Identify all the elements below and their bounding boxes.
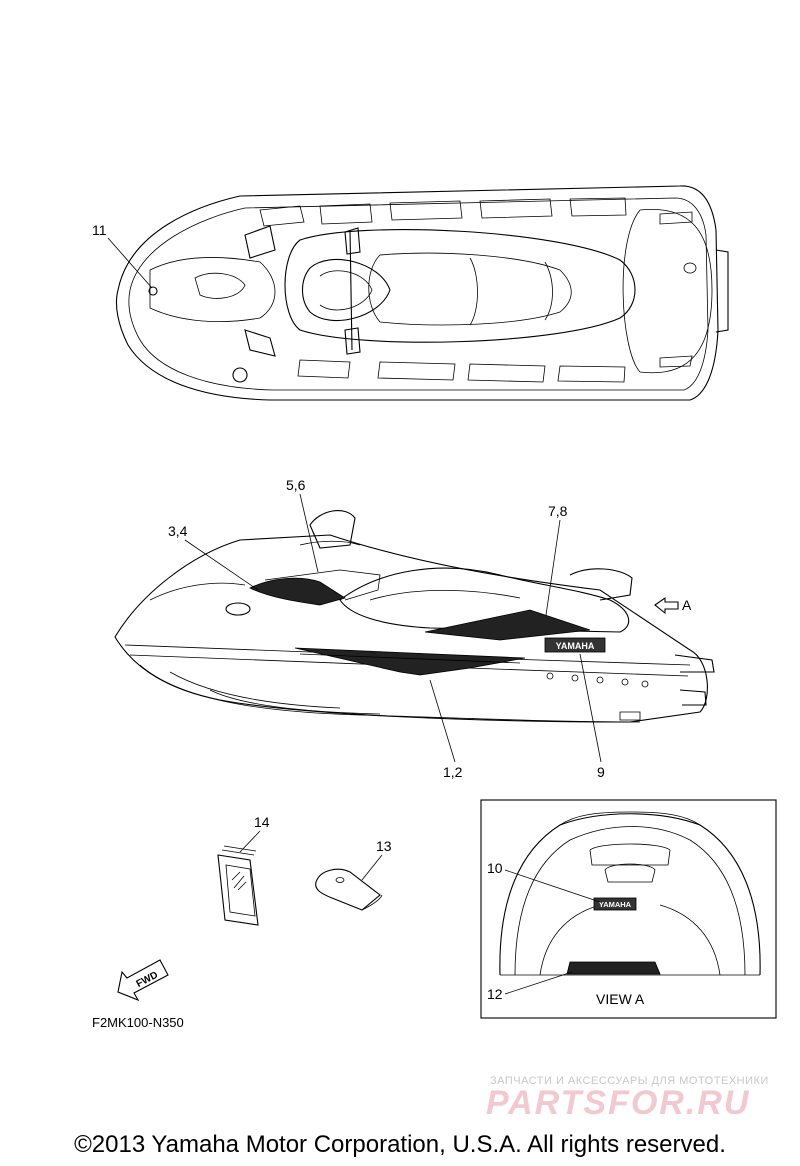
decal-10-text: YAMAHA xyxy=(599,900,632,909)
decal-9-text: YAMAHA xyxy=(556,641,595,651)
side-view-watercraft: YAMAHA xyxy=(114,509,715,723)
fwd-arrow-icon: FWD xyxy=(117,959,169,1002)
top-view-watercraft xyxy=(115,185,729,401)
copyright-notice: ©2013 Yamaha Motor Corporation, U.S.A. A… xyxy=(74,1131,726,1158)
decal-7-8 xyxy=(424,609,591,641)
watermark-line1: ЗАПЧАСТИ И АКСЕССУАРЫ ДЛЯ МОТОТЕХНИКИ xyxy=(490,1075,769,1087)
callout-7-8: 7,8 xyxy=(545,503,568,616)
callout-3-4: 3,4 xyxy=(168,523,259,591)
callout-3-4-label: 3,4 xyxy=(168,523,188,539)
view-a-panel: YAMAHA 10 12 VIEW A xyxy=(480,799,777,1019)
decal-1-2 xyxy=(294,647,526,676)
callout-1-2: 1,2 xyxy=(429,679,463,780)
watermark: ЗАПЧАСТИ И АКСЕССУАРЫ ДЛЯ МОТОТЕХНИКИ PA… xyxy=(486,1075,769,1122)
view-a-arrow-label: A xyxy=(682,597,692,613)
callout-5-6: 5,6 xyxy=(286,477,319,573)
callout-13-label: 13 xyxy=(376,838,392,854)
callout-9-label: 9 xyxy=(597,764,605,780)
view-a-label: VIEW A xyxy=(596,991,645,1007)
callout-11-label: 11 xyxy=(92,222,107,238)
callout-14-label: 14 xyxy=(254,814,270,830)
decal-12 xyxy=(566,961,661,975)
part-13-pouch: 13 xyxy=(315,838,392,911)
watermark-line2: PARTSFOR.RU xyxy=(486,1084,750,1122)
callout-5-6-label: 5,6 xyxy=(286,477,306,493)
callout-7-8-label: 7,8 xyxy=(548,503,568,519)
part-code: F2MK100-N350 xyxy=(92,1015,184,1030)
part-14-decal-sheet: 14 xyxy=(217,814,270,926)
callout-11: 11 xyxy=(92,222,153,289)
callout-9: 9 xyxy=(579,653,605,780)
decal-9-box xyxy=(544,637,606,653)
decal-3-4 xyxy=(249,577,346,606)
callout-10-label: 10 xyxy=(487,860,503,876)
fwd-arrow-label: FWD xyxy=(135,970,160,990)
view-a-arrow: A xyxy=(654,596,692,615)
callout-1-2-label: 1,2 xyxy=(443,764,463,780)
callout-12-label: 12 xyxy=(487,986,503,1002)
decal-10-box xyxy=(593,897,637,911)
